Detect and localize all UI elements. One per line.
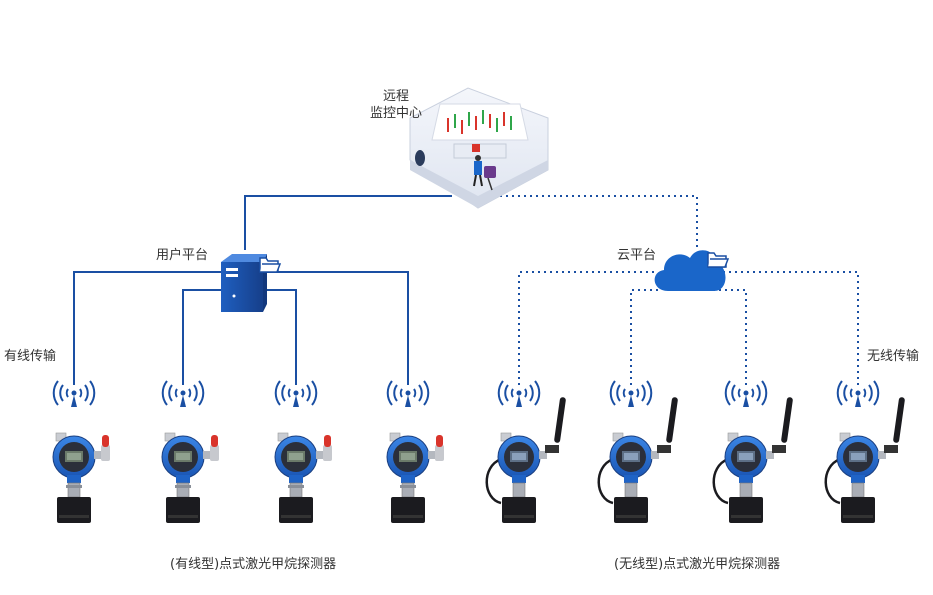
wired-connections — [73, 195, 452, 385]
wireless-detector-caption: (无线型)点式激光甲烷探测器 — [614, 557, 781, 572]
cloud-platform-label: 云平台 — [617, 248, 657, 263]
antenna-signal-icon — [52, 380, 880, 408]
gas-detector-icon — [52, 395, 907, 525]
user-platform-label: 用户平台 — [156, 248, 209, 263]
remote-monitoring-label: 远程 监控中心 — [366, 88, 426, 122]
wired-transmission-label: 有线传输 — [4, 349, 57, 364]
wireless-connections — [500, 195, 859, 385]
monitoring-room-icon — [409, 87, 549, 209]
remote-label-line1: 远程 — [382, 89, 409, 104]
remote-label-line2: 监控中心 — [369, 106, 422, 121]
wireless-transmission-label: 无线传输 — [867, 349, 920, 364]
wired-detector-caption: (有线型)点式激光甲烷探测器 — [170, 557, 337, 572]
folder-icon — [707, 252, 729, 268]
folder-icon — [259, 257, 281, 273]
server-icon — [221, 254, 267, 312]
